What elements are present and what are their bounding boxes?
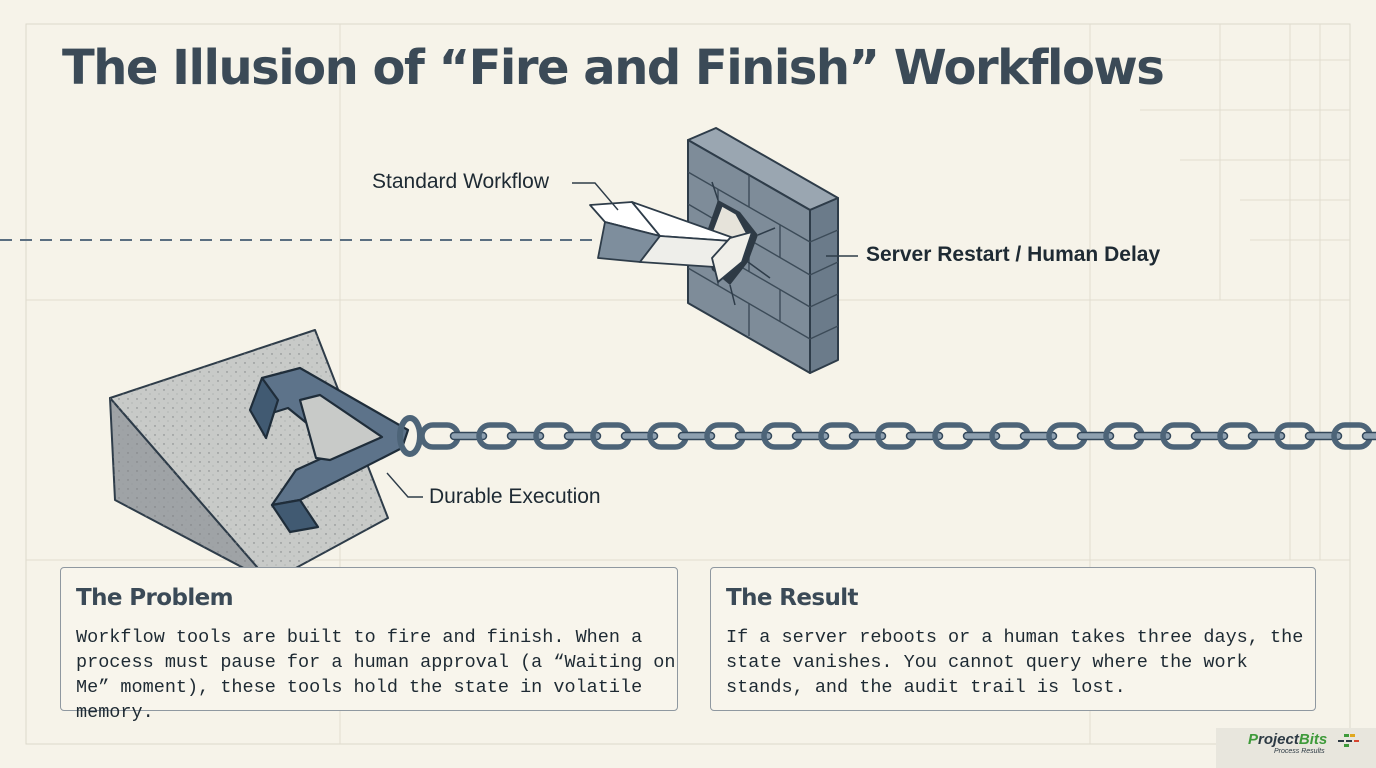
logo-wordmark: ProjectBits <box>1248 731 1327 748</box>
problem-card-body: Workflow tools are built to fire and fin… <box>76 627 676 723</box>
result-card-title: The Result <box>726 585 859 611</box>
logo-tagline: Process Results <box>1274 748 1325 755</box>
result-card: The Result If a server reboots or a huma… <box>710 567 1316 711</box>
projectbits-logo: ProjectBits Process Results <box>1216 728 1376 768</box>
logo-wordmark-end: Bits <box>1298 731 1328 748</box>
steel-bracket-icon <box>248 366 410 534</box>
problem-card-title: The Problem <box>76 585 234 611</box>
paper-plane-icon <box>589 201 753 283</box>
result-card-body: If a server reboots or a human takes thr… <box>726 627 1304 698</box>
leader-lines <box>386 182 858 498</box>
chain-link <box>1361 431 1376 441</box>
problem-card: The Problem Workflow tools are built to … <box>60 567 678 723</box>
server-restart-label: Server Restart / Human Delay <box>866 243 1161 266</box>
logo-wordmark-initial: P <box>1248 731 1259 748</box>
logo-wordmark-mid: roject <box>1258 731 1299 748</box>
chain-links <box>397 415 1376 457</box>
standard-workflow-label: Standard Workflow <box>372 170 550 193</box>
page-title: The Illusion of “Fire and Finish” Workfl… <box>62 40 1165 96</box>
logo-mark-icon <box>1338 734 1359 747</box>
durable-execution-label: Durable Execution <box>429 485 601 508</box>
